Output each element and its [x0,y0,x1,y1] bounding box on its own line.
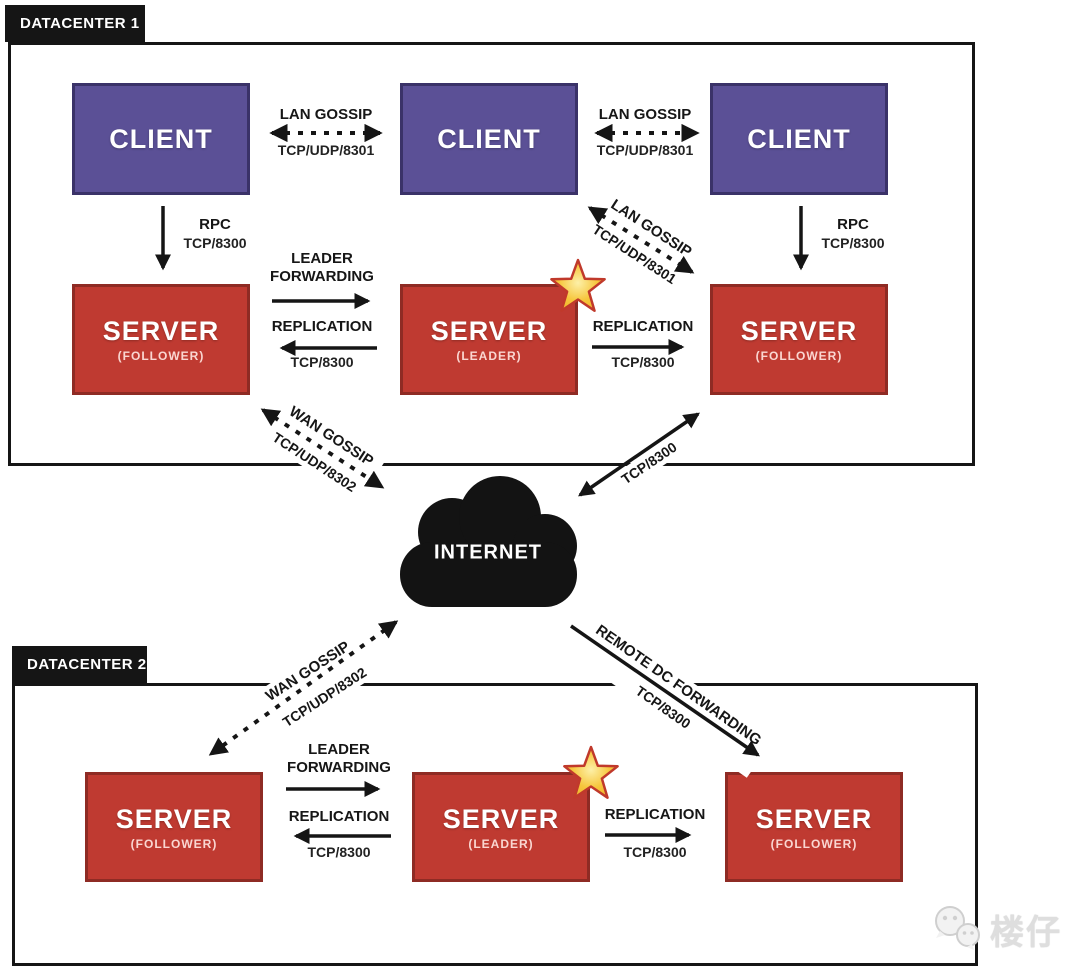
lan-gossip-left-title: LAN GOSSIP [279,106,373,123]
lan-gossip-right-title: LAN GOSSIP [598,106,692,123]
dc1-server-leader: SERVER (LEADER) [400,284,578,395]
lan-gossip-left-port: TCP/UDP/8301 [277,142,375,158]
watermark-text: 楼仔 [990,912,1062,953]
dc2-server-follower-right: SERVER (FOLLOWER) [725,772,903,882]
dc1-replication-right-port: TCP/8300 [611,354,675,370]
dc1-client-2: CLIENT [400,83,578,195]
dc1-server-follower-right: SERVER (FOLLOWER) [710,284,888,395]
datacenter1-frame [8,42,975,466]
dc2-replication-left-label: REPLICATION [288,808,390,825]
datacenter2-label: DATACENTER 2 [27,656,147,673]
dc2-server-leader: SERVER (LEADER) [412,772,590,882]
dc2-replication-right-port: TCP/8300 [623,844,687,860]
rpc-left-title: RPC [199,216,231,233]
datacenter2-frame [12,683,978,966]
dc1-leader-forwarding-port: TCP/8300 [290,354,354,370]
rpc-right-port: TCP/8300 [821,235,885,251]
watermark: 楼仔 [928,903,1062,955]
dc1-client-3-label: CLIENT [747,123,851,154]
dc2-replication-right-label: REPLICATION [604,806,706,823]
dc1-server-right-title: SERVER [740,316,858,346]
dc1-client-1-label: CLIENT [109,123,213,154]
datacenter1-label: DATACENTER 1 [20,15,140,32]
dc1-replication-left-label: REPLICATION [271,318,373,335]
dc2-server-left-role: (FOLLOWER) [130,836,218,851]
dc1-server-leader-role: (LEADER) [456,349,522,363]
dc2-leader-forwarding-label: LEADER FORWARDING [287,741,391,776]
dc1-server-leader-title: SERVER [430,316,548,346]
dc1-client-2-label: CLIENT [437,123,541,154]
dc1-client-3: CLIENT [710,83,888,195]
rpc-right-title: RPC [837,216,869,233]
dc1-replication-right-label: REPLICATION [592,318,694,335]
datacenter2-tab: DATACENTER 2 [12,646,147,683]
rpc-left-port: TCP/8300 [183,235,247,251]
datacenter1-tab: DATACENTER 1 [5,5,145,42]
dc2-server-leader-role: (LEADER) [468,836,534,851]
dc1-server-follower-left: SERVER (FOLLOWER) [72,284,250,395]
wechat-icon [935,906,980,950]
dc1-server-left-title: SERVER [102,316,220,346]
dc2-server-leader-title: SERVER [442,803,560,834]
lan-gossip-right-port: TCP/UDP/8301 [596,142,694,158]
dc2-server-right-role: (FOLLOWER) [770,836,858,851]
dc1-leader-forwarding-label: LEADER FORWARDING [270,250,374,285]
dc2-server-left-title: SERVER [115,803,233,834]
dc2-server-follower-left: SERVER (FOLLOWER) [85,772,263,882]
dc1-server-left-role: (FOLLOWER) [117,349,205,363]
dc1-server-right-role: (FOLLOWER) [755,349,843,363]
dc1-client-1: CLIENT [72,83,250,195]
dc2-leader-forwarding-port: TCP/8300 [307,844,371,860]
internet-label: INTERNET [434,541,542,564]
dc2-server-right-title: SERVER [755,803,873,834]
